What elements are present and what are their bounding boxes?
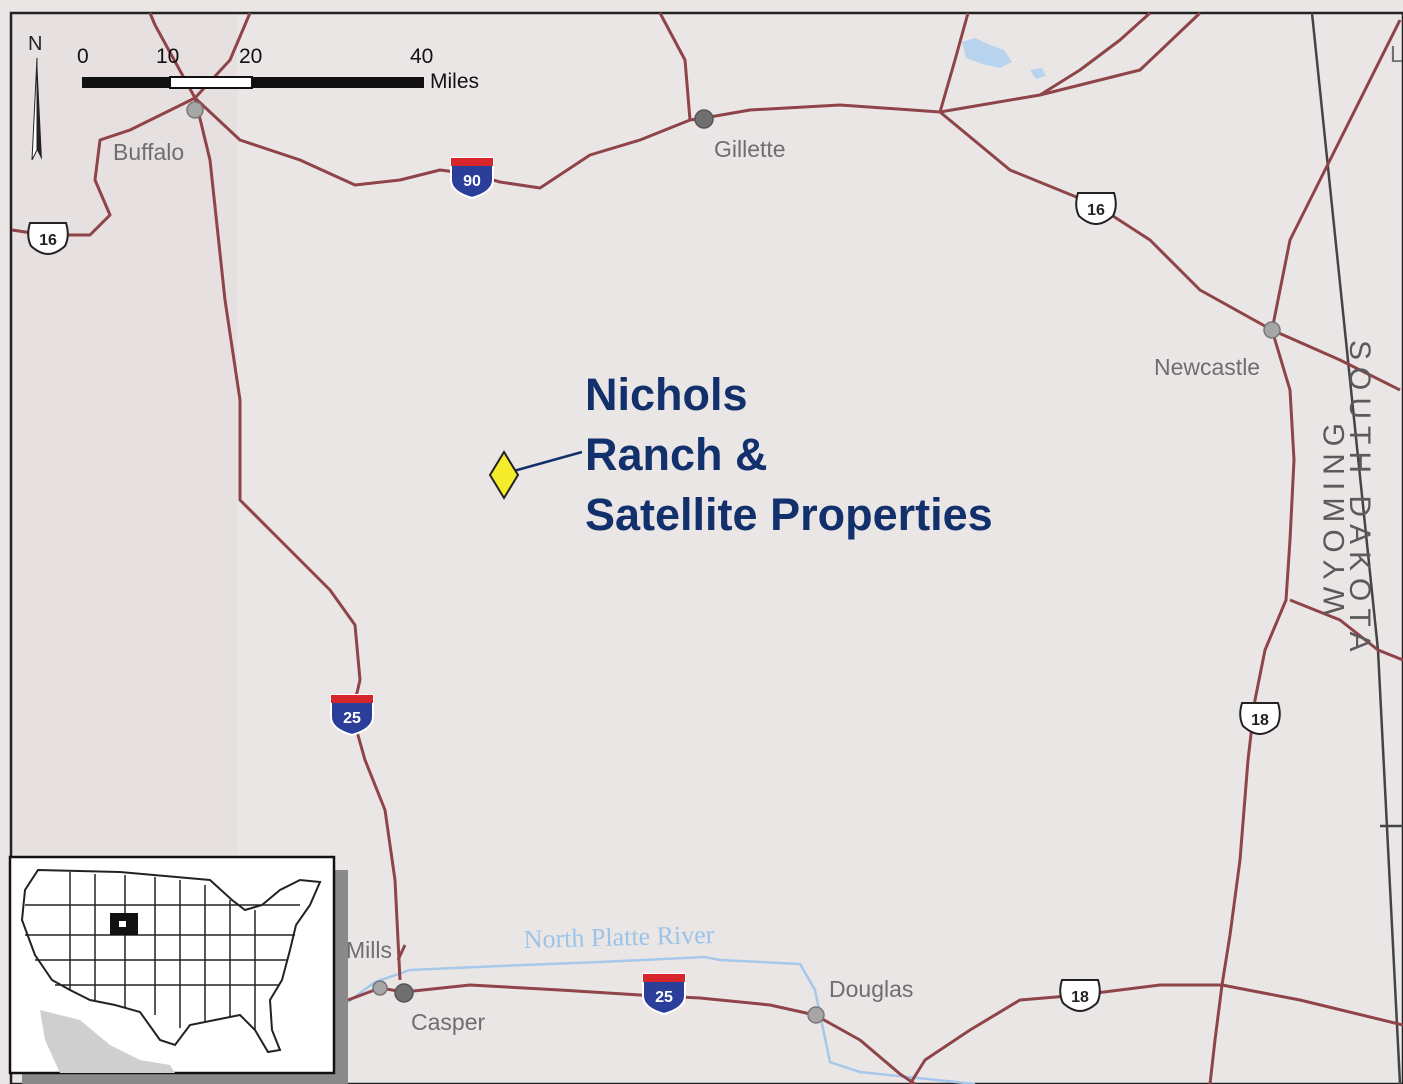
gillette-dot[interactable] [694,109,714,129]
state-label-edge: L [1390,41,1403,67]
us-18-south-number: 18 [1071,989,1089,1006]
city-label-douglas: Douglas [829,976,913,1002]
project-leader-line [509,450,583,474]
project-diamond-marker[interactable] [488,450,520,500]
terrain-shading-west [12,14,237,854]
casper-dot[interactable] [394,983,414,1003]
north-arrow: N [28,33,42,161]
north-arrow-letter: N [28,33,42,55]
us-18-east-number: 18 [1251,712,1269,729]
state-border [1310,12,1403,1084]
city-label-buffalo: Buffalo [113,139,184,165]
us-16-east-shield: 16 [1075,192,1117,226]
city-markers [186,101,1281,1024]
project-label-line2: Ranch & [585,429,768,480]
city-label-casper: Casper [411,1009,485,1035]
project-label-line1: Nichols [585,369,748,420]
river-label: North Platte River [523,920,715,954]
interstate-25-north-shield: 25 [330,694,374,737]
interstate-25-south-number: 25 [655,989,673,1006]
interstate-25-south-shield: 25 [642,973,686,1016]
newcastle-dot[interactable] [1263,321,1281,339]
us-18-east-shield: 18 [1239,702,1281,736]
interstate-25-north-number: 25 [343,710,361,727]
scale-tick-10: 10 [156,45,179,68]
project-label: Nichols Ranch & Satellite Properties [585,369,993,540]
state-label-wyoming: WYOMING [1318,416,1351,615]
city-label-mills: Mills [346,937,392,963]
interstate-90-number: 90 [463,173,481,190]
douglas-dot[interactable] [807,1006,825,1024]
lake [1030,68,1046,79]
map-frame [9,11,1403,1084]
us-16-west-number: 16 [39,232,57,249]
inset-usa-outline [20,868,322,1054]
scale-tick-40: 40 [410,45,433,68]
road-network [11,11,1403,1084]
city-label-gillette: Gillette [714,136,786,162]
us-18-south-shield: 18 [1059,979,1101,1013]
us-16-west-shield: 16 [27,222,69,256]
scale-unit: Miles [430,70,479,93]
lake [962,38,1012,68]
scale-bar: 0 10 20 40 Miles [77,45,479,93]
us-16-east-number: 16 [1087,202,1105,219]
inset-mexico-shape [40,1010,175,1073]
buffalo-dot[interactable] [186,101,204,119]
scale-tick-20: 20 [239,45,262,68]
city-label-newcastle: Newcastle [1154,354,1260,380]
project-label-line3: Satellite Properties [585,489,993,540]
interstate-90-shield: 90 [450,157,494,200]
north-platte-river [347,955,976,1084]
mills-dot[interactable] [372,980,388,996]
inset-project-dot [119,921,126,927]
inset-locator-map [8,855,348,1084]
state-label-south-dakota: SOUTH DAKOTA [1343,340,1376,658]
scale-tick-0: 0 [77,45,89,68]
